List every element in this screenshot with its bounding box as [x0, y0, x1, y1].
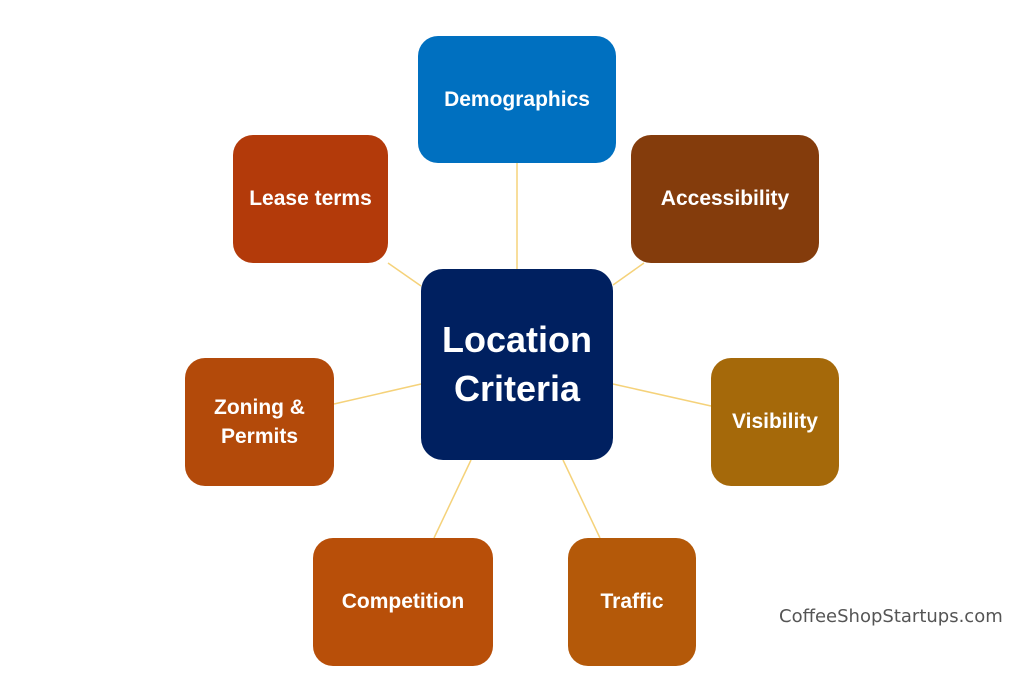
connector-competition [433, 459, 472, 539]
criterion-label: Visibility [732, 410, 818, 434]
criterion-demographics: Demographics [418, 36, 616, 163]
criterion-competition: Competition [313, 538, 493, 666]
criterion-label: Lease terms [249, 187, 372, 211]
center-topic: Location Criteria [421, 269, 613, 460]
site-watermark: CoffeeShopStartups.com [779, 606, 1003, 627]
criterion-traffic: Traffic [568, 538, 696, 666]
criterion-label-line-2: Permits [220, 425, 299, 448]
center-title-line-1: Location [442, 318, 592, 360]
criterion-label: Demographics [444, 87, 590, 111]
criterion-label: Traffic [600, 590, 664, 614]
criterion-zoning-permits: Zoning & Permits [185, 358, 334, 486]
connector-traffic [562, 459, 601, 539]
connector-accessibility [612, 262, 645, 286]
criterion-label: Competition [341, 590, 465, 614]
criterion-visibility: Visibility [711, 358, 839, 486]
center-title-line-2: Criteria [453, 367, 581, 409]
connector-zoning-permits [333, 383, 422, 405]
connector-visibility [612, 383, 712, 407]
criterion-label-line-1: Zoning & [214, 395, 305, 419]
criterion-label: Accessibility [660, 187, 790, 211]
criterion-lease-terms: Lease terms [233, 135, 388, 263]
criterion-accessibility: Accessibility [631, 135, 819, 263]
connector-lease-terms [387, 262, 422, 287]
